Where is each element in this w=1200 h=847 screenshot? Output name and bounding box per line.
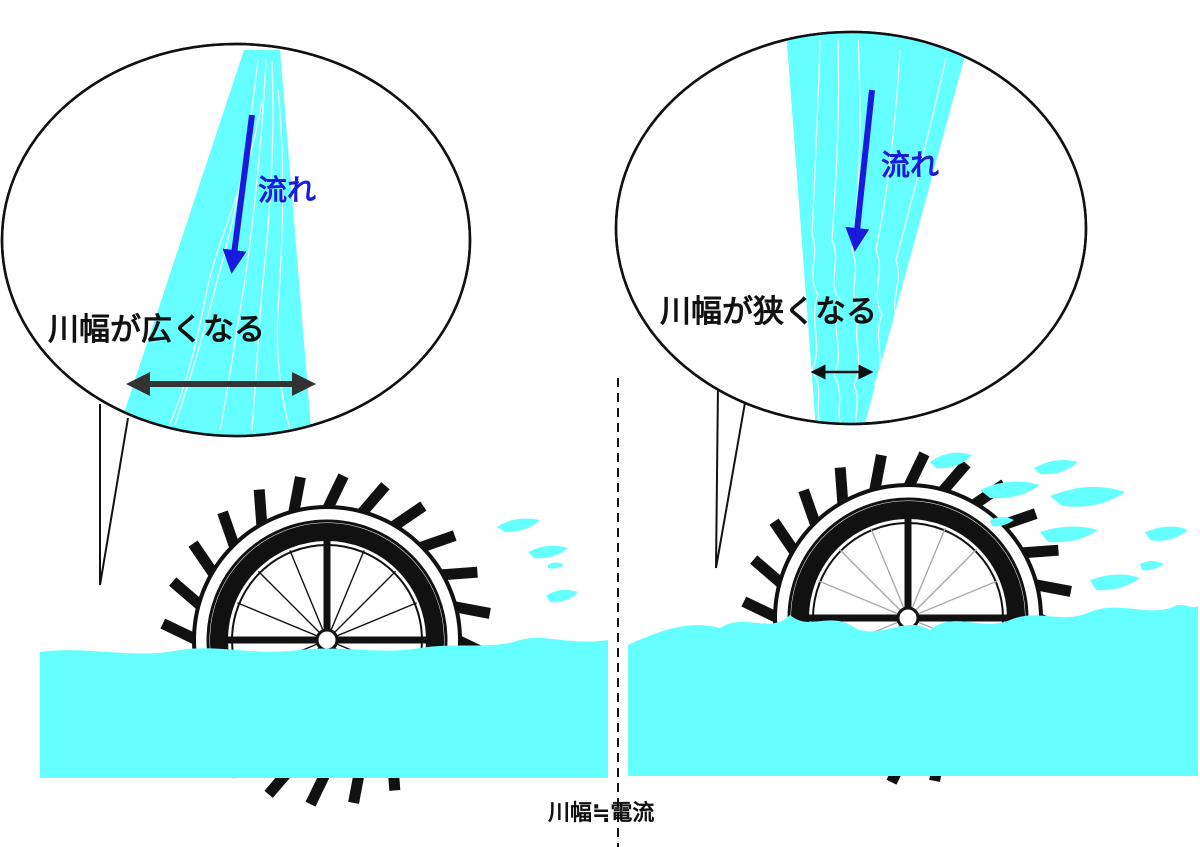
wheel-paddle <box>439 566 478 581</box>
right-splash-drops <box>930 452 1188 591</box>
right-wheel-hub <box>896 606 920 630</box>
wheel-paddle <box>253 489 268 528</box>
left-flow-label: 流れ <box>258 173 316 207</box>
wheel-paddle <box>451 600 491 619</box>
left-wheel-hub <box>315 628 339 652</box>
wheel-paddle <box>868 454 887 494</box>
right-flow-label: 流れ <box>881 148 939 182</box>
left-river-section <box>115 50 312 436</box>
analogy-label: 川幅≒電流 <box>547 800 654 826</box>
right-flow-arrow <box>845 89 875 252</box>
wheel-paddle <box>937 460 971 497</box>
wheel-spoke <box>907 580 998 619</box>
left-river-water <box>40 637 608 778</box>
left-panel: 流れ 川幅が広くなる <box>0 42 608 807</box>
wheel-paddle <box>188 540 219 579</box>
wheel-spoke <box>326 570 397 641</box>
wheel-spoke <box>289 550 328 641</box>
wheel-paddle <box>834 467 849 506</box>
wheel-spoke <box>257 570 328 641</box>
wheel-paddle <box>1032 578 1072 597</box>
right-flow-streamlines <box>811 39 947 424</box>
wheel-paddle <box>750 555 787 589</box>
wheel-spoke <box>838 548 909 619</box>
left-speech-bubble: 流れ 川幅が広くなる <box>0 42 472 586</box>
wheel-paddle <box>322 473 349 513</box>
wheel-paddle <box>169 577 206 611</box>
wheel-paddle <box>287 476 306 516</box>
wheel-paddle <box>217 510 241 550</box>
wheel-paddle <box>903 451 930 491</box>
wheel-spoke <box>326 550 365 641</box>
wheel-spoke <box>907 548 978 619</box>
wheel-paddle <box>798 488 822 528</box>
right-river-section <box>786 32 972 424</box>
wheel-paddle <box>160 618 200 645</box>
right-river-water <box>628 604 1198 776</box>
wheel-paddle <box>417 530 457 554</box>
wheel-paddle <box>388 501 427 532</box>
wheel-spoke <box>870 528 909 619</box>
left-splash-drops <box>497 518 578 603</box>
left-flow-arrow <box>222 114 255 274</box>
wheel-paddle <box>769 518 800 557</box>
wheel-spoke <box>326 602 417 641</box>
right-panel: 流れ 川幅が狭くなる <box>614 30 1198 785</box>
wheel-paddle <box>1020 544 1059 559</box>
wheel-spoke <box>818 580 909 619</box>
left-width-label: 川幅が広くなる <box>48 312 265 348</box>
right-width-label: 川幅が狭くなる <box>660 294 877 330</box>
right-speech-bubble: 流れ 川幅が狭くなる <box>614 30 1088 569</box>
wheel-paddle <box>741 596 781 623</box>
wheel-spoke <box>907 528 946 619</box>
wheel-spoke <box>237 602 328 641</box>
wheel-paddle <box>356 482 390 519</box>
